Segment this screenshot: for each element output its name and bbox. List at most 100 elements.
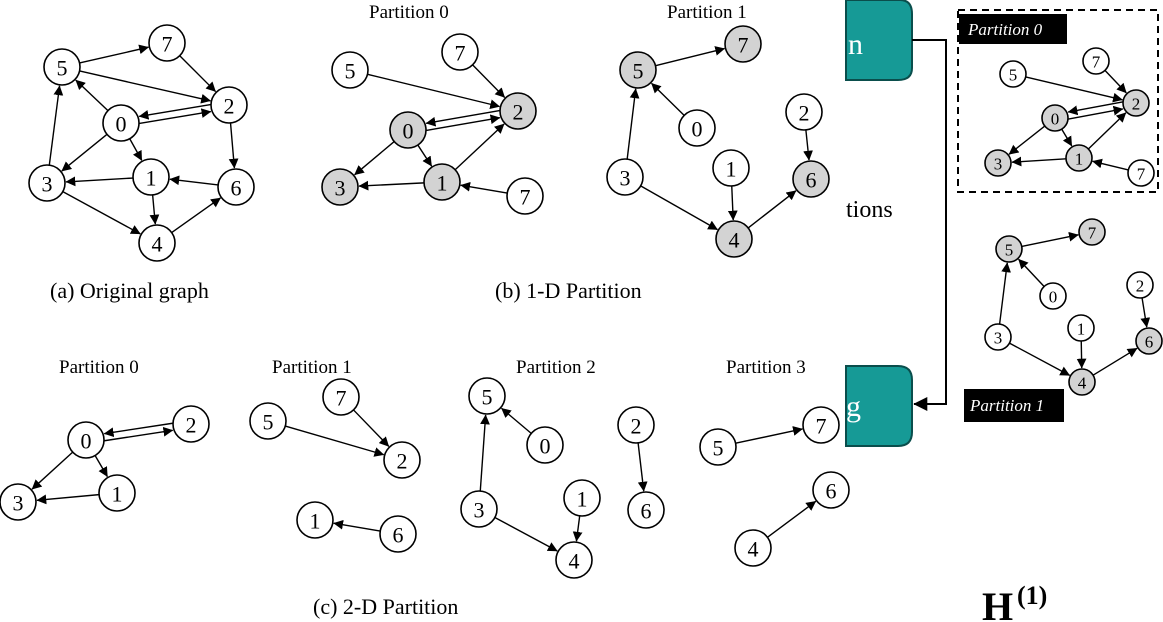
node-1-label: 1 [437,171,448,196]
node-0-label: 0 [81,429,92,454]
edge-5-to-2 [1025,76,1123,103]
node-1-circle [98,474,136,512]
node-0-circle [1039,282,1067,310]
node-2-circle [172,405,210,443]
edge-1-to-4 [149,194,160,225]
node-1-label: 1 [577,487,588,512]
edge-7-to-2 [179,55,217,93]
node-6-circle [812,471,850,509]
node-2-label: 2 [799,101,810,126]
edge-6-to-1 [333,519,381,532]
edge-1-to-4 [572,515,583,542]
node-0-label: 0 [403,119,414,144]
node-1-label: 1 [1077,320,1086,339]
node-7-circle [724,25,762,63]
edge-1-to-4 [727,185,738,221]
node-6-circle [792,160,830,198]
node-2-circle [785,93,823,131]
node-3-label: 3 [994,155,1003,174]
node-2-label: 2 [397,449,408,474]
edge-0-to-2 [1068,105,1124,120]
edge-1-to-3 [358,180,425,191]
node-0-label: 0 [540,434,551,459]
node-2-label: 2 [513,100,524,125]
edge-4-to-6 [767,500,817,538]
node-1-label: 1 [112,482,123,507]
edge-5-to-2 [285,425,385,457]
edge-3-to-5 [998,262,1011,325]
node-4-label: 4 [748,537,759,562]
node-0-circle [526,426,564,464]
title-1d-partition-1: Partition 1 [667,2,747,23]
node-5-circle [249,402,287,440]
edge-0-to-5 [501,407,532,434]
node-3-label: 3 [620,166,631,191]
node-5-label: 5 [263,410,274,435]
node-1-label: 1 [146,166,157,191]
title-2d-partition-1: Partition 1 [272,357,352,378]
node-6-circle [1135,327,1163,355]
node-5-label: 5 [482,385,493,410]
node-0-circle [1041,104,1069,132]
node-7-circle [1082,47,1110,75]
connector-line [912,39,947,411]
title-2d-partition-0: Partition 0 [59,357,139,378]
partition1-tag: Partition 1 [969,396,1044,415]
node-5-circle [468,377,506,415]
node-0-label: 0 [1051,110,1060,129]
node-1-label: 1 [1075,150,1084,169]
edge-4-to-6 [747,190,797,229]
partition1-tag-bg [964,389,1064,422]
node-7-label: 7 [1092,53,1101,72]
edge-2-to-6 [1140,297,1151,328]
edge-1-to-2 [1087,112,1127,150]
node-2-circle [1122,89,1150,117]
edge-3-to-4 [640,185,718,231]
edge-5-to-7 [735,426,803,444]
node-7-circle [441,33,479,71]
node-4-circle [734,529,772,567]
edge-0-to-2 [139,108,212,125]
node-2-circle [499,92,537,130]
edge-2-to-6 [637,442,648,492]
teal-block-top [845,0,913,81]
caption-1d-partition: (b) 1-D Partition [495,278,642,303]
node-7-label: 7 [336,386,347,411]
node-5-label: 5 [1005,241,1014,260]
node-5-circle [995,235,1023,263]
node-7-label: 7 [816,414,827,439]
edge-0-to-1 [1061,128,1073,147]
node-3-circle [460,490,498,528]
node-1-circle [132,158,170,196]
h-label: H [982,584,1013,622]
node-0-label: 0 [1049,288,1058,307]
node-5-label: 5 [633,59,644,84]
teal-block-bottom [845,365,913,447]
node-6-circle [217,168,255,206]
edge-7a-to-2 [1104,69,1127,94]
edge-7b-to-1 [1092,158,1129,171]
h-label-superscript: (1) [1017,581,1047,610]
node-3-label: 3 [474,498,485,523]
edge-6-to-1 [169,175,219,186]
node-1-label: 1 [310,509,321,534]
node-3-circle [984,149,1012,177]
caption-2d-partition: (c) 2-D Partition [313,594,458,619]
node-3-circle [28,164,66,202]
node-2-label: 2 [224,94,235,119]
node-1-circle [1067,314,1095,342]
node-3-label: 3 [42,172,53,197]
node-3-circle [606,158,644,196]
node-7-circle [322,378,360,416]
node-6-label: 6 [641,499,652,524]
edge-5-to-7 [655,46,726,67]
node-7-label: 7 [162,32,173,57]
edge-1-to-2 [454,123,505,171]
edge-1-to-3 [36,493,100,505]
edge-0-to-5 [651,82,685,116]
